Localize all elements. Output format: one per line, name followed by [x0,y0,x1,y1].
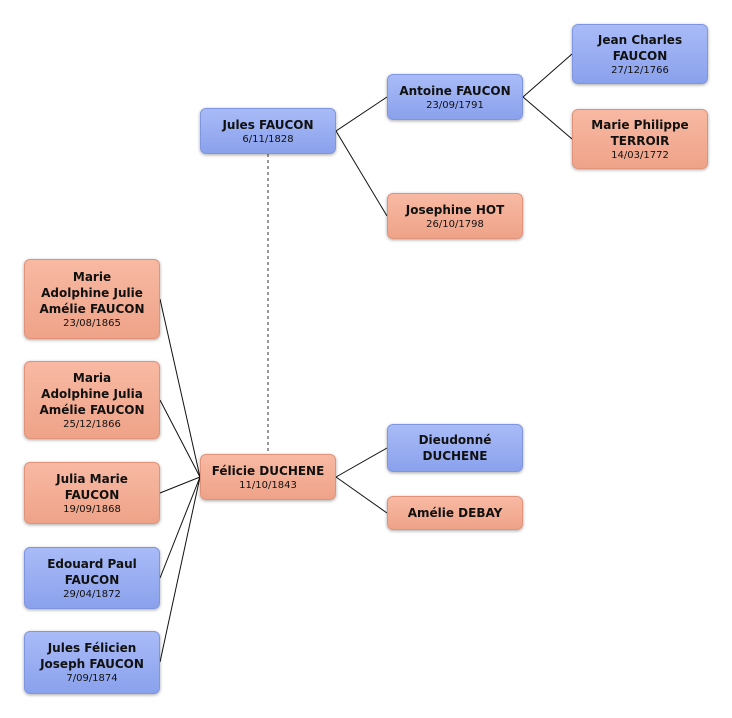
link-felicie-dieudonne [335,447,388,478]
link-antoine-mariephilippe [522,96,573,140]
link-felicie-c3 [159,476,201,494]
person-node-child-5[interactable]: Jules Félicien Joseph FAUCON 7/09/1874 [24,631,160,694]
person-date: 14/03/1772 [611,149,669,161]
person-name: Jean Charles FAUCON [597,32,683,63]
person-node-child-2[interactable]: Maria Adolphine Julia Amélie FAUCON 25/1… [24,361,160,439]
person-date: 19/09/1868 [63,503,121,515]
person-node-felicie-duchene[interactable]: Félicie DUCHENE 11/10/1843 [200,454,336,500]
person-name: Marie Philippe TERROIR [591,117,689,148]
person-node-antoine-faucon[interactable]: Antoine FAUCON 23/09/1791 [387,74,523,120]
person-name: Félicie DUCHENE [211,463,325,478]
person-name: Julia Marie FAUCON [56,471,128,502]
person-name: Edouard Paul FAUCON [47,556,137,587]
person-date: 11/10/1843 [239,479,297,491]
person-date: 23/08/1865 [63,317,121,329]
person-node-josephine-hot[interactable]: Josephine HOT 26/10/1798 [387,193,523,239]
person-node-child-1[interactable]: Marie Adolphine Julie Amélie FAUCON 23/0… [24,259,160,339]
link-jules-antoine [335,96,388,132]
link-felicie-c4 [159,476,201,579]
person-node-marie-philippe-terroir[interactable]: Marie Philippe TERROIR 14/03/1772 [572,109,708,169]
person-name: Dieudonné DUCHENE [418,433,492,463]
person-name: Marie Adolphine Julie Amélie FAUCON [39,269,145,316]
person-node-child-4[interactable]: Edouard Paul FAUCON 29/04/1872 [24,547,160,609]
link-felicie-c2 [159,399,201,478]
person-name: Maria Adolphine Julia Amélie FAUCON [39,370,145,417]
person-date: 6/11/1828 [242,133,294,145]
person-node-dieudonne-duchene[interactable]: Dieudonné DUCHENE [387,424,523,472]
person-node-child-3[interactable]: Julia Marie FAUCON 19/09/1868 [24,462,160,524]
person-name: Jules FAUCON [222,117,314,132]
link-antoine-jeancharles [522,53,573,98]
link-felicie-c1 [159,298,201,478]
person-node-amelie-debay[interactable]: Amélie DEBAY [387,496,523,530]
person-date: 23/09/1791 [426,99,484,111]
person-date: 27/12/1766 [611,64,669,76]
person-name: Jules Félicien Joseph FAUCON [40,641,144,671]
person-name: Josephine HOT [405,202,505,217]
person-node-jules-faucon[interactable]: Jules FAUCON 6/11/1828 [200,108,336,154]
link-felicie-amelie [335,476,388,514]
person-date: 7/09/1874 [66,673,118,684]
link-felicie-c5 [159,476,201,663]
link-jules-josephine [335,130,388,217]
person-date: 26/10/1798 [426,218,484,230]
person-date: 25/12/1866 [63,418,121,430]
person-node-jean-charles-faucon[interactable]: Jean Charles FAUCON 27/12/1766 [572,24,708,84]
person-name: Amélie DEBAY [407,506,503,520]
person-date: 29/04/1872 [63,588,121,600]
person-name: Antoine FAUCON [399,83,511,98]
